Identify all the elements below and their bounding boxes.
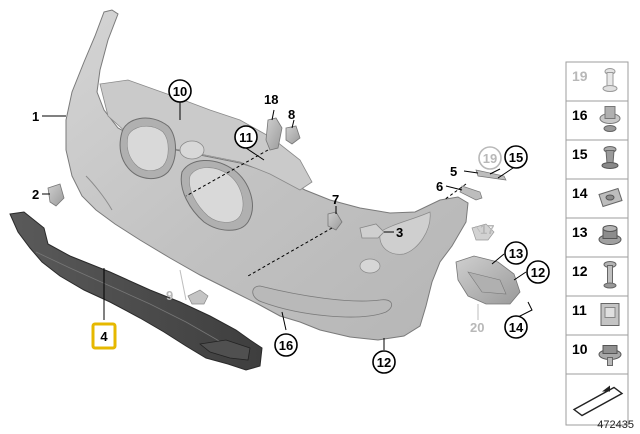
fastener-cell-11[interactable]: 11 [565, 295, 629, 336]
pin-clip-icon [602, 68, 618, 92]
callout-18: 18 [264, 92, 278, 107]
callout-6: 6 [436, 179, 443, 194]
bracket-part-2 [47, 183, 65, 207]
fastener-cell-16[interactable]: 16 [565, 100, 629, 141]
callout-12-upper-badge[interactable]: 12 [526, 260, 550, 284]
fastener-cell-19[interactable]: 19 [565, 61, 629, 102]
fastener-number: 19 [572, 68, 588, 84]
callout-2: 2 [32, 187, 39, 202]
callout-11: 11 [239, 130, 253, 145]
fastener-side-panel: 19 16 15 14 13 12 11 10 [565, 61, 629, 426]
callout-19-badge[interactable]: 19 [478, 146, 502, 170]
fastener-number: 13 [572, 224, 588, 240]
callout-14: 14 [509, 320, 524, 335]
callout-10: 10 [173, 84, 187, 99]
fastener-number: 15 [572, 146, 588, 162]
bracket-part-18 [265, 117, 283, 151]
callout-8: 8 [288, 107, 295, 122]
fastener-cell-10[interactable]: 10 [565, 334, 629, 375]
callout-10-badge[interactable]: 10 [168, 79, 192, 103]
fastener-number: 11 [572, 302, 587, 318]
fastener-number: 16 [572, 107, 588, 123]
guide-line-11 [185, 149, 269, 197]
fastener-cell-15[interactable]: 15 [565, 139, 629, 180]
clip-icon [600, 303, 620, 326]
screw-part-6 [459, 185, 483, 201]
callout-11-badge[interactable]: 11 [234, 125, 258, 149]
callout-16-badge[interactable]: 16 [274, 333, 298, 357]
cover-part-3 [359, 223, 385, 239]
fastener-cell-12[interactable]: 12 [565, 256, 629, 297]
callout-14-badge[interactable]: 14 [504, 315, 528, 339]
callout-4: 4 [100, 329, 108, 344]
callout-12-lower: 12 [377, 355, 391, 370]
bracket-part-9 [187, 289, 209, 305]
callout-12-upper: 12 [531, 265, 545, 280]
callout-15-badge[interactable]: 15 [504, 145, 528, 169]
screw-icon [603, 261, 617, 289]
bumper-cover [65, 9, 469, 341]
bracket-part-7 [327, 211, 343, 231]
callout-7: 7 [332, 192, 339, 207]
fastener-number: 14 [572, 185, 588, 201]
fastener-cell-13[interactable]: 13 [565, 217, 629, 258]
callout-9: 9 [166, 288, 173, 303]
callout-3: 3 [396, 225, 403, 240]
expanding-rivet-icon [601, 146, 619, 169]
callout-13: 13 [509, 246, 523, 261]
rivet-nut-icon [599, 106, 621, 132]
fastener-number: 10 [572, 341, 588, 357]
lower-carrier [9, 211, 263, 371]
callout-17: 17 [480, 222, 494, 237]
reference-number: 472435 [597, 419, 634, 431]
callout-13-badge[interactable]: 13 [504, 241, 528, 265]
fastener-cell-14[interactable]: 14 [565, 178, 629, 219]
clip-part-8 [285, 125, 301, 145]
leader-lines [42, 102, 533, 350]
callout-4-highlight[interactable] [91, 322, 117, 350]
callout-12-lower-badge[interactable]: 12 [372, 350, 396, 374]
callout-5: 5 [450, 164, 457, 179]
flange-nut-icon [598, 225, 622, 245]
rod-part-5 [475, 169, 507, 181]
fastener-cell-seal[interactable] [565, 373, 629, 426]
callout-19: 19 [483, 151, 497, 166]
fastener-number: 12 [572, 263, 588, 279]
callout-1: 1 [32, 109, 39, 124]
spring-nut-icon [598, 187, 623, 208]
callout-15: 15 [509, 150, 523, 165]
callout-16: 16 [279, 338, 293, 353]
callout-20: 20 [470, 320, 484, 335]
seal-strip-icon [572, 385, 624, 417]
hex-bolt-icon [598, 345, 622, 366]
bracket-assembly-12 [455, 255, 521, 305]
guide-line-6 [443, 183, 467, 201]
